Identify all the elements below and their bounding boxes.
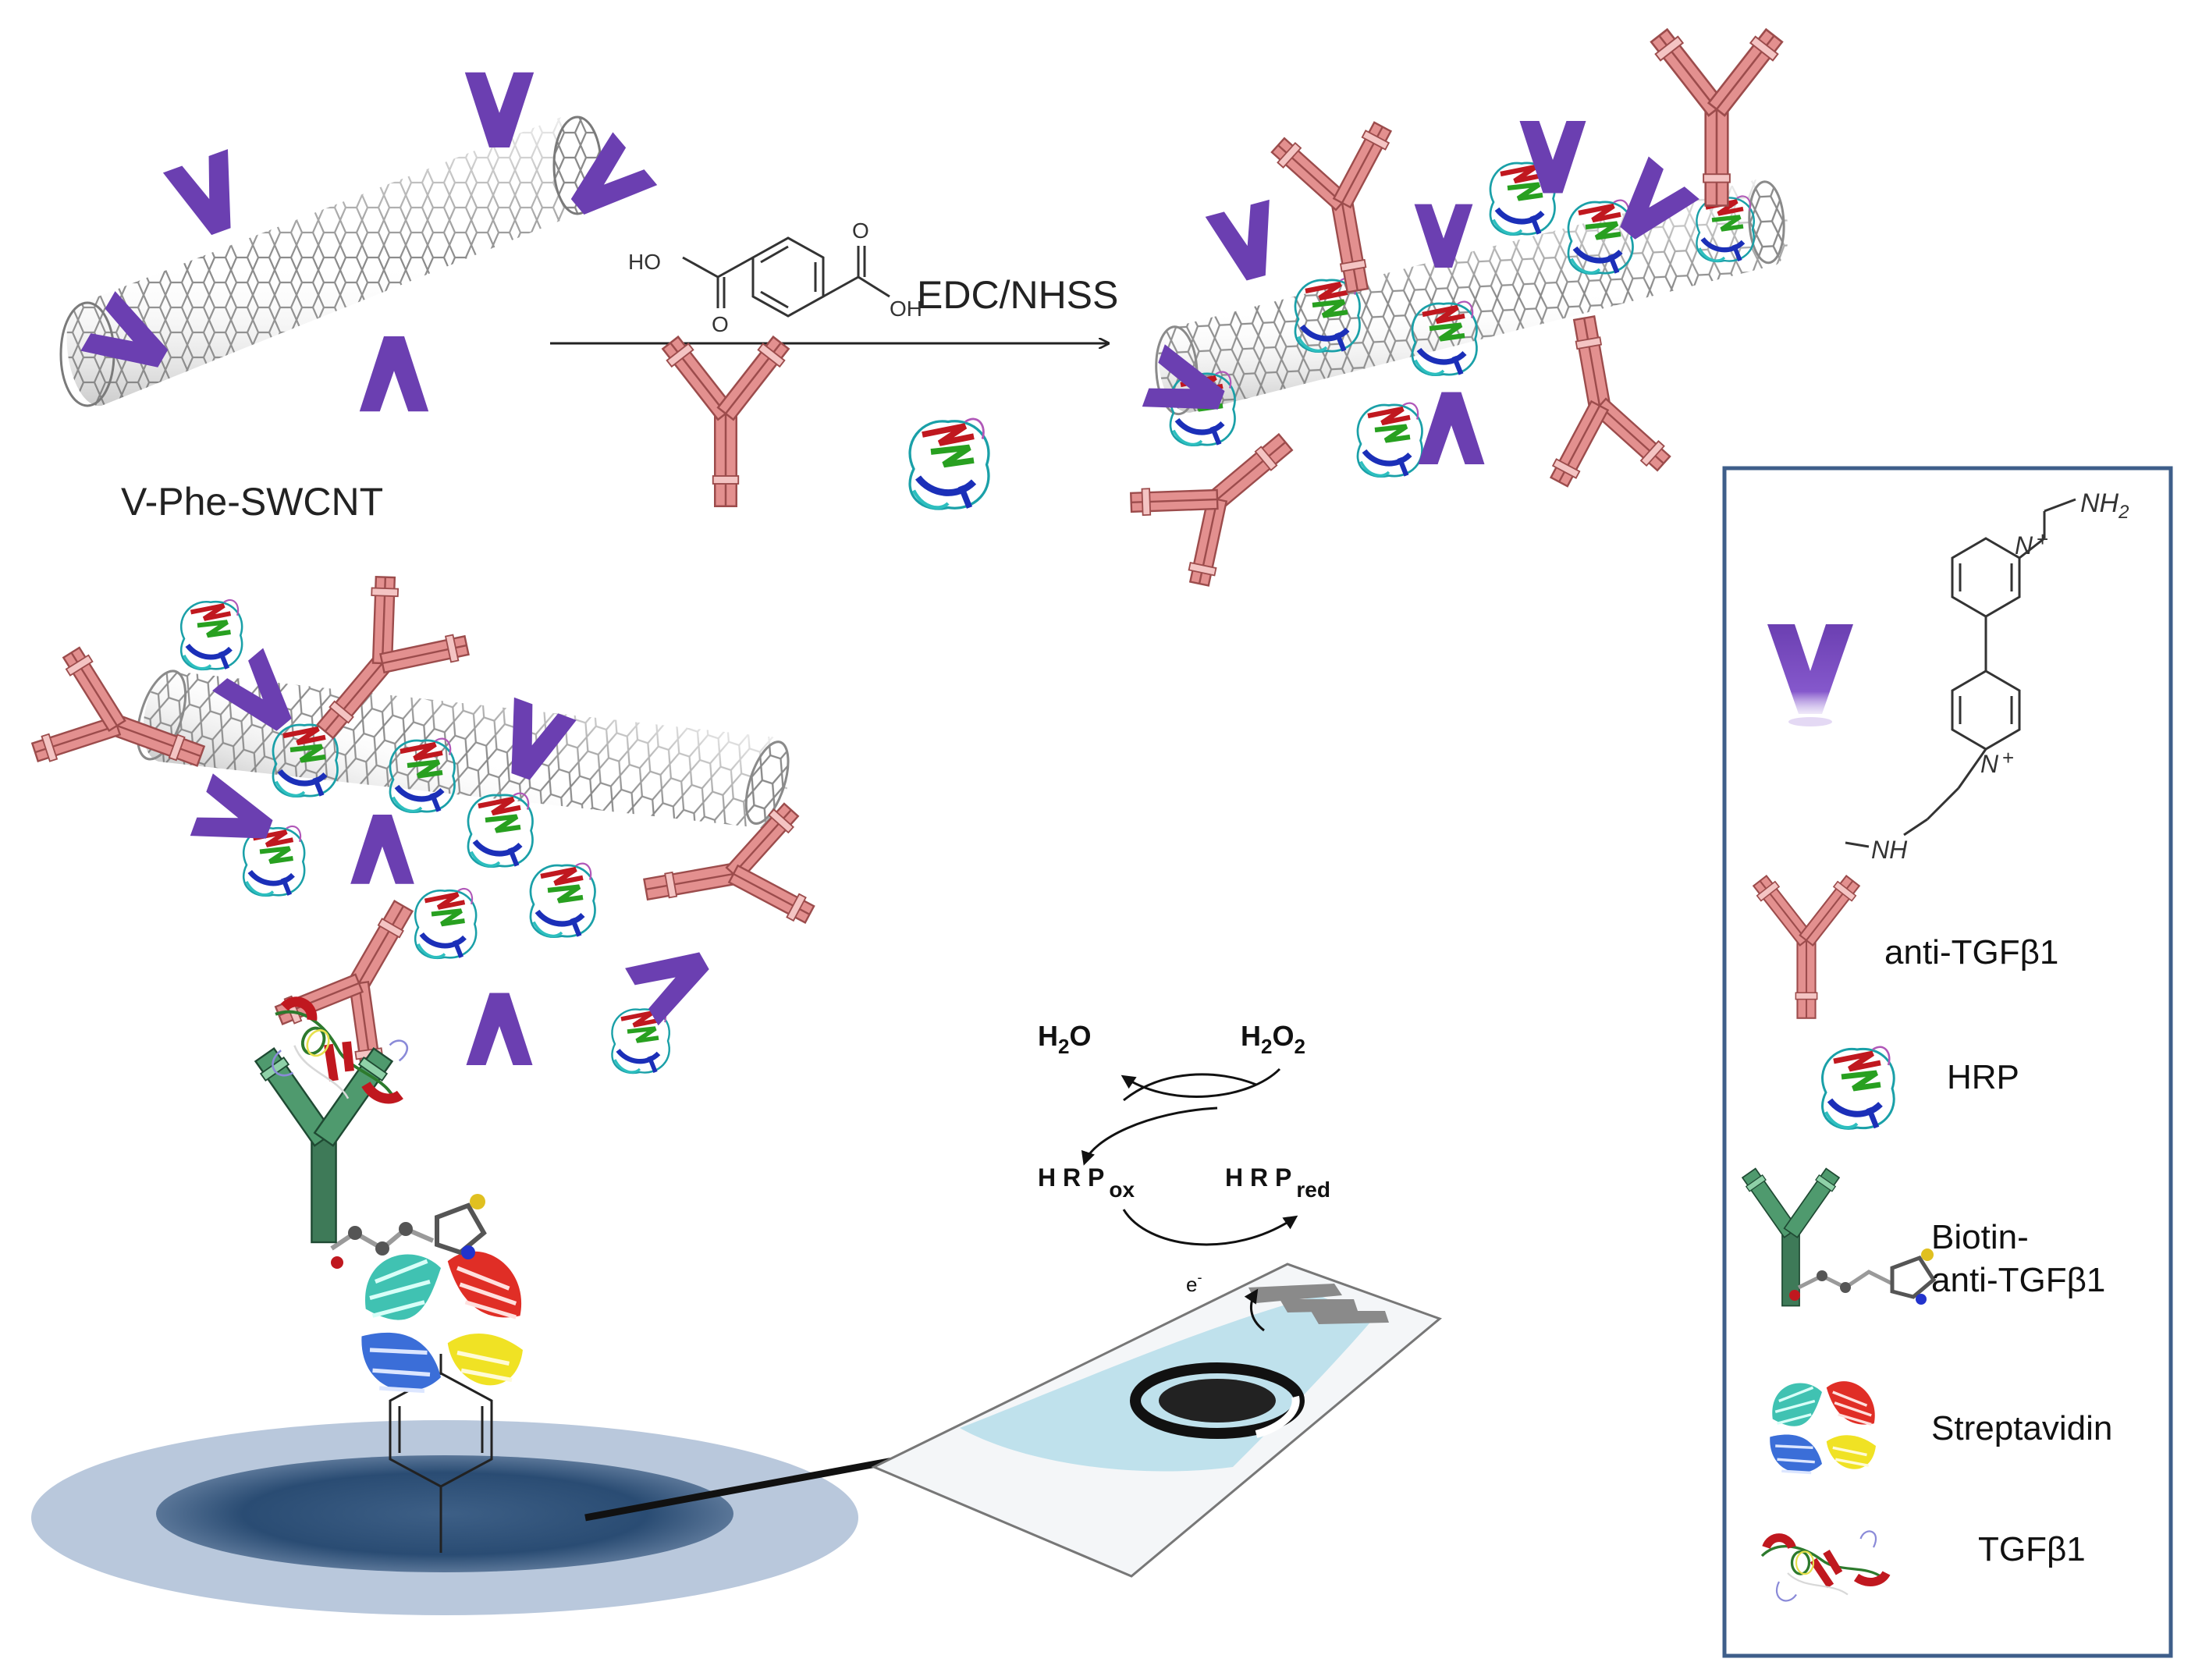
svg-text:+: + <box>2002 746 2014 769</box>
legend-streptavidin: Streptavidin <box>1768 1380 2112 1475</box>
viologen-v-icon <box>190 773 281 861</box>
screen-printed-electrode <box>871 1263 1442 1578</box>
conditions-label: EDC/NHSS <box>917 273 1118 317</box>
electron-label: e- <box>1186 1270 1202 1296</box>
svg-text:Streptavidin: Streptavidin <box>1931 1409 2112 1447</box>
svg-text:Biotin-: Biotin- <box>1931 1218 2029 1256</box>
legend-hrp: HRP <box>1823 1047 2019 1129</box>
viologen-v-icon <box>625 932 721 1026</box>
swcnt-top-left <box>59 115 602 407</box>
h2o-label: H2O <box>1038 1020 1091 1058</box>
viologen-v-icon <box>1519 121 1586 194</box>
svg-text:HRP: HRP <box>1947 1058 2019 1096</box>
phenyl-linker <box>389 1354 493 1553</box>
antibody-icon <box>265 873 460 1082</box>
hrp-enzyme-icon <box>531 864 595 937</box>
middle-left-decorations <box>23 563 821 1082</box>
svg-text:anti-TGFβ1: anti-TGFβ1 <box>1884 933 2058 971</box>
top-right-decorations <box>1117 26 1787 598</box>
svg-text:H2O: H2O <box>1038 1020 1091 1058</box>
legend-viologen: NH2 N + N + NH <box>1767 488 2129 864</box>
svg-text:NH2: NH2 <box>2080 488 2129 523</box>
legend-anti-tgfb1: anti-TGFβ1 <box>1749 872 2058 1019</box>
o-label-right: O <box>852 218 869 243</box>
svg-text:e-: e- <box>1186 1270 1202 1296</box>
h2o2-label: H2O2 <box>1241 1020 1305 1058</box>
viologen-v-icon <box>1767 624 1853 714</box>
antibody-icon <box>659 333 793 507</box>
ho-label: HO <box>628 250 661 274</box>
swcnt-label: V-Phe-SWCNT <box>121 480 383 524</box>
oh-label: OH <box>890 297 922 321</box>
viologen-v-icon <box>350 815 414 884</box>
svg-text:N: N <box>1980 750 1999 778</box>
svg-text:H2O2: H2O2 <box>1241 1020 1305 1058</box>
biotin-linker <box>330 1194 487 1269</box>
svg-text:+: + <box>2037 527 2048 551</box>
redox-cycle <box>1081 1067 1298 1332</box>
hrp-enzyme-icon <box>1358 403 1422 477</box>
antibody-icon <box>1646 26 1787 207</box>
svg-text:NH: NH <box>1871 836 1908 864</box>
viologen-structure <box>1845 498 2076 848</box>
viologen-v-icon <box>162 149 254 243</box>
viologen-v-icon <box>466 993 533 1065</box>
swcnt-top-right <box>1146 176 1798 417</box>
viologen-v-icon <box>1205 199 1288 287</box>
legend-tgfb1: TGFβ1 <box>1762 1530 2086 1600</box>
terephthalic-acid-structure <box>682 236 890 318</box>
svg-text:H R Pox: H R Pox <box>1038 1163 1135 1202</box>
antibody-icon <box>1521 306 1677 493</box>
o-label-left: O <box>712 312 729 336</box>
viologen-v-icon <box>1418 392 1485 464</box>
hrp-enzyme-icon <box>910 419 989 509</box>
svg-text:N: N <box>2015 531 2033 559</box>
legend-biotin-anti-tgfb1: Biotin- anti-TGFβ1 <box>1740 1167 2105 1307</box>
electrode-disk <box>156 1455 733 1572</box>
hrp-enzyme-icon <box>415 889 476 958</box>
viologen-v-icon <box>359 336 429 412</box>
hrp-enzyme-icon <box>181 600 242 670</box>
svg-text:anti-TGFβ1: anti-TGFβ1 <box>1931 1261 2105 1299</box>
hrp-enzyme-icon <box>468 794 533 867</box>
streptavidin-icon <box>361 1252 523 1391</box>
svg-text:TGFβ1: TGFβ1 <box>1978 1530 2086 1568</box>
legend-panel: NH2 N + N + NH anti-TGFβ1 HRP Biot <box>1722 466 2173 1658</box>
